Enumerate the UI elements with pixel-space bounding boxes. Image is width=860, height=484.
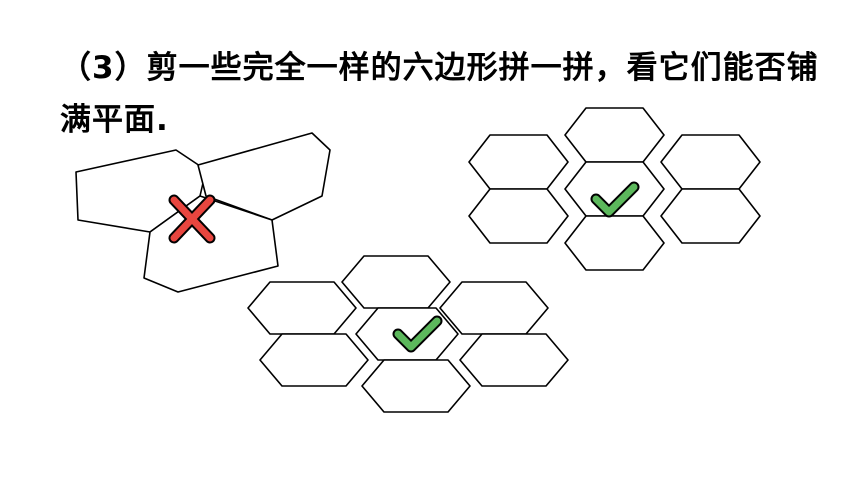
hexagon — [341, 255, 451, 309]
question-text: （3）剪一些完全一样的六边形拼一拼，看它们能否铺满平面. — [60, 50, 819, 138]
hexagon — [259, 333, 369, 387]
cross-mark-icon — [168, 194, 216, 244]
hexagon — [468, 134, 569, 190]
hexagon-tiling-bottom — [247, 255, 569, 413]
irregular-hexagon-group — [75, 132, 331, 293]
hexagon — [660, 188, 761, 244]
hexagon — [361, 359, 471, 413]
hexagon — [564, 107, 665, 163]
irregular-hexagon-bottom — [143, 195, 279, 293]
hexagon — [247, 281, 357, 335]
hexagon — [439, 281, 549, 335]
hexagon-center — [355, 307, 459, 361]
hexagon — [564, 215, 665, 271]
hexagon — [459, 333, 569, 387]
hexagon-tiling-top — [468, 107, 761, 271]
hexagon — [468, 188, 569, 244]
hexagon — [660, 134, 761, 190]
irregular-hexagon-right — [197, 132, 331, 221]
check-mark-icon — [392, 315, 443, 353]
check-mark-icon — [590, 181, 640, 218]
